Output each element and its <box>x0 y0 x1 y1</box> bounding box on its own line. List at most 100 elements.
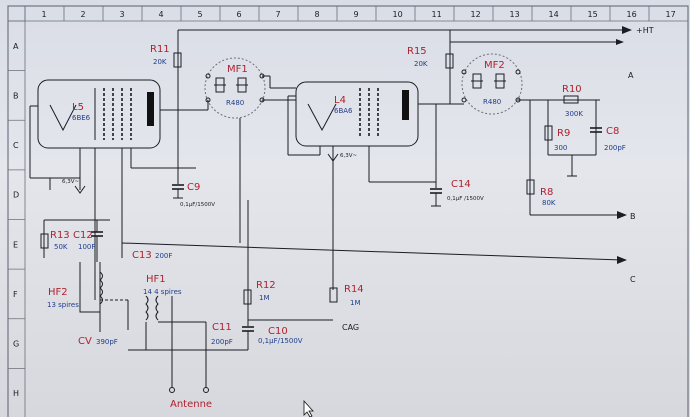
c8-value: 200pF <box>604 144 626 152</box>
mf1-value: R480 <box>226 99 244 107</box>
transformer-mf1[interactable]: MF1 R480 <box>204 57 266 119</box>
row-header: A <box>13 42 19 51</box>
mf2-name: MF2 <box>484 60 505 71</box>
r10-value: 300K <box>565 110 583 118</box>
column-header: 6 <box>237 10 242 19</box>
resistor-r14[interactable]: R14 1M <box>329 284 364 307</box>
column-header: 9 <box>354 10 359 19</box>
a-rail: A <box>450 39 634 80</box>
hf2-turns: 13 spires <box>47 301 79 309</box>
b-label: B <box>630 212 636 221</box>
capacitor-c14[interactable]: C14 0,1µF /1500V <box>430 104 484 207</box>
c9-value: 0,1µF/1500V <box>180 202 215 208</box>
l5-wiring: 6,3V~ <box>29 30 208 300</box>
c9-name: C9 <box>187 182 200 193</box>
r9-name: R9 <box>557 128 570 139</box>
r14-value: 1M <box>350 299 361 307</box>
c14-value: 0,1µF /1500V <box>447 196 484 202</box>
column-header: 8 <box>315 10 320 19</box>
column-header: 11 <box>432 10 442 19</box>
r8-name: R8 <box>540 187 553 198</box>
coil-hf2[interactable]: HF2 13 spires <box>47 262 103 313</box>
capacitor-c9[interactable]: C9 0,1µF/1500V <box>172 110 215 208</box>
capacitor-cv[interactable]: CV 390pF <box>78 299 128 347</box>
c10-value: 0,1µF/1500V <box>258 337 303 345</box>
column-header: 12 <box>471 10 481 19</box>
c-label: C <box>630 275 636 284</box>
mf1-wiring <box>207 75 296 290</box>
l4-type: 6BA6 <box>334 107 353 115</box>
l4-wiring: 6,3V~ <box>287 95 450 290</box>
column-header: 2 <box>81 10 86 19</box>
row-header: B <box>13 91 19 100</box>
c12-value: 100F <box>78 243 95 251</box>
column-header: 10 <box>393 10 403 19</box>
column-header: 5 <box>198 10 203 19</box>
row-header: D <box>13 191 19 200</box>
c14-name: C14 <box>451 179 471 190</box>
l4-heater-label: 6,3V~ <box>340 153 358 159</box>
column-header: 15 <box>588 10 598 19</box>
resistor-r10[interactable]: R10 300K <box>562 84 583 118</box>
capacitor-c11[interactable]: C11 200pF <box>206 322 233 346</box>
ht-label: +HT <box>636 26 654 35</box>
resistor-r15[interactable]: R15 20K <box>407 30 454 104</box>
capacitor-c10[interactable]: C10 0,1µF/1500V <box>242 319 333 350</box>
r15-value: 20K <box>414 60 428 68</box>
c-rail: C <box>121 242 636 284</box>
resistor-r13[interactable]: R13 50K <box>40 219 110 258</box>
l5-type: 6BE6 <box>72 114 91 122</box>
tube-l4[interactable]: L4 6BA6 <box>295 81 419 147</box>
c8-name: C8 <box>606 126 619 137</box>
column-header: 1 <box>42 10 47 19</box>
column-header: 13 <box>510 10 520 19</box>
resistor-r11[interactable]: R11 20K <box>150 44 182 68</box>
c13-name: C13 <box>132 250 152 261</box>
l4-name: L4 <box>334 95 346 106</box>
cv-name: CV <box>78 336 92 347</box>
row-header: G <box>13 340 19 349</box>
transformer-mf2[interactable]: MF2 R480 <box>461 53 523 115</box>
r11-name: R11 <box>150 44 170 55</box>
r11-value: 20K <box>153 58 167 66</box>
mf2-value: R480 <box>483 98 501 106</box>
resistor-r12[interactable]: R12 1M <box>243 255 276 320</box>
tube-l5[interactable]: L5 6BE6 <box>37 79 161 149</box>
r14-name: R14 <box>344 284 364 295</box>
r10-name: R10 <box>562 84 582 95</box>
l5-heater-label: 6,3V~ <box>62 179 80 185</box>
hf2-name: HF2 <box>48 287 68 298</box>
b-rail: B <box>530 211 636 221</box>
column-header: 16 <box>627 10 637 19</box>
column-header: 14 <box>549 10 559 19</box>
c10-name: C10 <box>268 326 288 337</box>
row-header: H <box>13 389 19 398</box>
resistor-r8[interactable]: R8 80K <box>526 179 556 207</box>
ht-rail: +HT <box>178 26 654 35</box>
row-header: E <box>13 240 18 249</box>
antenne-label: Antenne <box>170 399 212 410</box>
c11-value: 200pF <box>211 338 233 346</box>
coil-hf1[interactable]: HF1 14 4 spires <box>127 274 248 388</box>
antenna-terminals[interactable]: Antenne <box>169 387 213 411</box>
capacitor-c8[interactable]: C8 200pF <box>590 126 626 152</box>
c11-name: C11 <box>212 322 232 333</box>
capacitor-c12[interactable]: C12 100F <box>73 220 103 262</box>
resistor-r9[interactable]: R9 300 <box>544 125 570 152</box>
a-label: A <box>628 71 634 80</box>
r8-value: 80K <box>542 199 556 207</box>
r15-name: R15 <box>407 46 427 57</box>
hf1-name: HF1 <box>146 274 166 285</box>
column-header: 7 <box>276 10 281 19</box>
r9-value: 300 <box>554 144 567 152</box>
capacitor-c13[interactable]: C13 200F <box>121 243 172 261</box>
column-header: 3 <box>120 10 125 19</box>
row-header: F <box>13 290 18 299</box>
sheet-border <box>7 5 689 417</box>
mf1-name: MF1 <box>227 64 248 75</box>
c12-name: C12 <box>73 230 93 241</box>
